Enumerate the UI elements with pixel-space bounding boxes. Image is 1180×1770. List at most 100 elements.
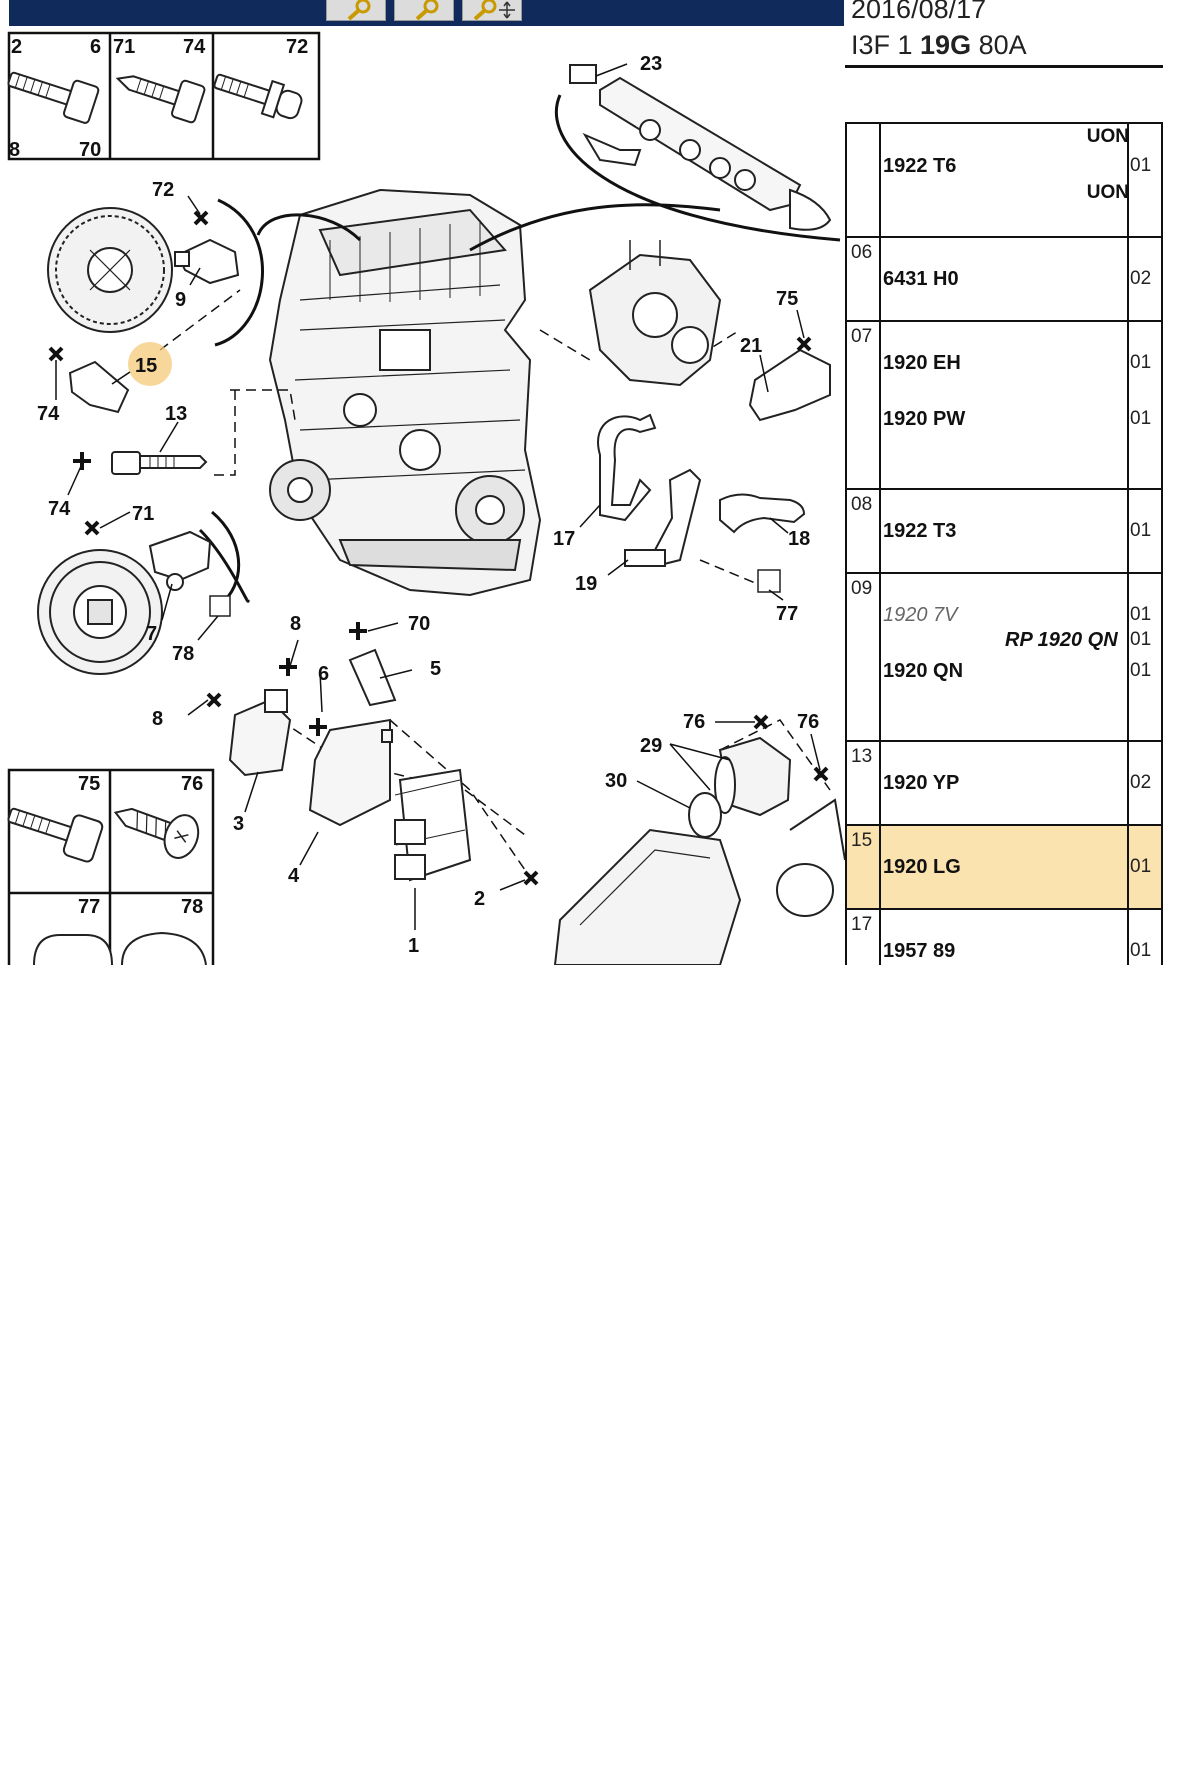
clip-78 [209, 595, 231, 617]
part-qty: 01 [1130, 408, 1152, 429]
uon-label: UON [1086, 126, 1129, 147]
callout-77: 77 [776, 603, 798, 625]
callout-30: 30 [605, 770, 627, 792]
ref-number: 07 [851, 326, 873, 347]
part-row-06[interactable]: 06 6431 H0 02 [845, 236, 1163, 320]
part-row-15-selected[interactable]: 15 1920 LG 01 [845, 824, 1163, 908]
part-number: 1957 89 [883, 940, 956, 962]
callout-labels: 23 72 9 15 74 13 74 71 7 78 8 8 6 70 5 3… [37, 53, 819, 957]
row-divider [845, 824, 1163, 826]
box-label-78: 78 [181, 896, 203, 918]
part-number: 6431 H0 [883, 268, 959, 290]
part-number: 1920 PW [883, 408, 966, 430]
callout-18: 18 [788, 528, 810, 550]
row-divider [845, 122, 1163, 124]
part-row-13[interactable]: 13 1920 YP 02 [845, 740, 1163, 824]
box-label-70: 70 [79, 139, 101, 161]
callout-76-a: 76 [683, 711, 705, 733]
pan-zoom-button[interactable] [462, 0, 522, 21]
callout-19: 19 [575, 573, 597, 595]
ref-number: 06 [851, 242, 873, 263]
row-divider [845, 320, 1163, 322]
code-bold: 19G [920, 30, 972, 60]
part-number: 1922 T6 [883, 155, 957, 177]
row-divider [845, 740, 1163, 742]
callout-8-b: 8 [152, 708, 163, 730]
box-label-72: 72 [286, 36, 308, 58]
sensor-13 [111, 451, 208, 475]
part-row-09[interactable]: 09 1920 7V 01 RP 1920 QN 01 1920 QN 01 [845, 572, 1163, 740]
pressure-sensor-21 [748, 348, 831, 422]
callout-71: 71 [132, 503, 154, 525]
box-label-75: 75 [78, 773, 100, 795]
part-number-superseded: 1920 7V [883, 604, 958, 626]
part-row[interactable]: UON 1922 T6 01 UON [845, 122, 1163, 236]
callout-21: 21 [740, 335, 762, 357]
connector-lines [198, 94, 841, 603]
callout-70: 70 [408, 613, 430, 635]
fastener-boxes-top [7, 31, 321, 161]
part-qty: 02 [1130, 772, 1152, 793]
code-prefix: I3F 1 [851, 30, 921, 60]
row-divider [845, 236, 1163, 238]
part-qty: 01 [1130, 352, 1152, 373]
callout-76-b: 76 [797, 711, 819, 733]
callout-highlight-15 [128, 342, 172, 386]
callout-23: 23 [640, 53, 662, 75]
toolbar [9, 0, 844, 26]
part-number: 1920 EH [883, 352, 961, 374]
callout-78: 78 [172, 643, 194, 665]
part-qty: 01 [1130, 629, 1152, 650]
part-qty: 01 [1130, 155, 1152, 176]
callout-17: 17 [553, 528, 575, 550]
callout-74-b: 74 [48, 498, 71, 520]
parts-catalog-view: 2 6 71 74 72 8 70 [7, 0, 1165, 965]
callout-5: 5 [430, 658, 441, 680]
zoom-in-icon [347, 0, 371, 20]
box-label-74: 74 [183, 36, 206, 58]
box-label-6: 6 [90, 36, 101, 58]
fastener-boxes-bottom [7, 768, 215, 965]
engine-block [268, 188, 542, 597]
callout-72: 72 [152, 179, 174, 201]
ref-number: 13 [851, 746, 873, 767]
box-label-71: 71 [113, 36, 135, 58]
ref-number: 08 [851, 494, 873, 515]
crank-sensor-7 [148, 530, 212, 591]
part-row-17[interactable]: 17 1957 89 01 [845, 908, 1163, 965]
camshaft-pulley [47, 207, 173, 333]
ref-number: 09 [851, 578, 873, 599]
code-suffix: 80A [971, 30, 1027, 60]
pan-zoom-icon [473, 0, 515, 20]
maf-sensor-assembly [553, 736, 845, 965]
fastener-markers [48, 210, 829, 886]
part-number: 1920 QN [883, 660, 964, 682]
catalog-code: I3F 1 19G 80A [851, 30, 1027, 61]
parts-panel: 2016/08/17 I3F 1 19G 80A UON 1922 T6 01 … [845, 0, 1165, 965]
bolt-drawings-top [7, 71, 303, 124]
column-divider [879, 122, 881, 965]
part-row-07[interactable]: 07 1920 EH 01 1920 PW 01 [845, 320, 1163, 488]
sensor-15 [68, 360, 130, 414]
part-qty: 01 [1130, 856, 1152, 877]
catalog-date: 2016/08/17 [851, 0, 987, 24]
part-qty: 02 [1130, 268, 1152, 289]
part-qty: 01 [1130, 940, 1152, 961]
callout-4: 4 [288, 865, 300, 887]
clip-77 [757, 569, 781, 593]
box-label-77: 77 [78, 896, 100, 918]
ref-number: 15 [851, 830, 873, 851]
fuel-rail-23 [569, 64, 832, 231]
ref-number: 17 [851, 914, 873, 935]
row-divider [845, 572, 1163, 574]
callout-3: 3 [233, 813, 244, 835]
zoom-in-button[interactable] [326, 0, 386, 21]
callout-1: 1 [408, 935, 419, 957]
callout-75: 75 [776, 288, 798, 310]
callout-29: 29 [640, 735, 662, 757]
callout-15[interactable]: 15 [135, 355, 157, 377]
callout-9: 9 [175, 289, 186, 311]
part-row-08[interactable]: 08 1922 T3 01 [845, 488, 1163, 572]
engine-exploded-diagram: 2 6 71 74 72 8 70 [7, 31, 845, 965]
zoom-out-button[interactable] [394, 0, 454, 21]
